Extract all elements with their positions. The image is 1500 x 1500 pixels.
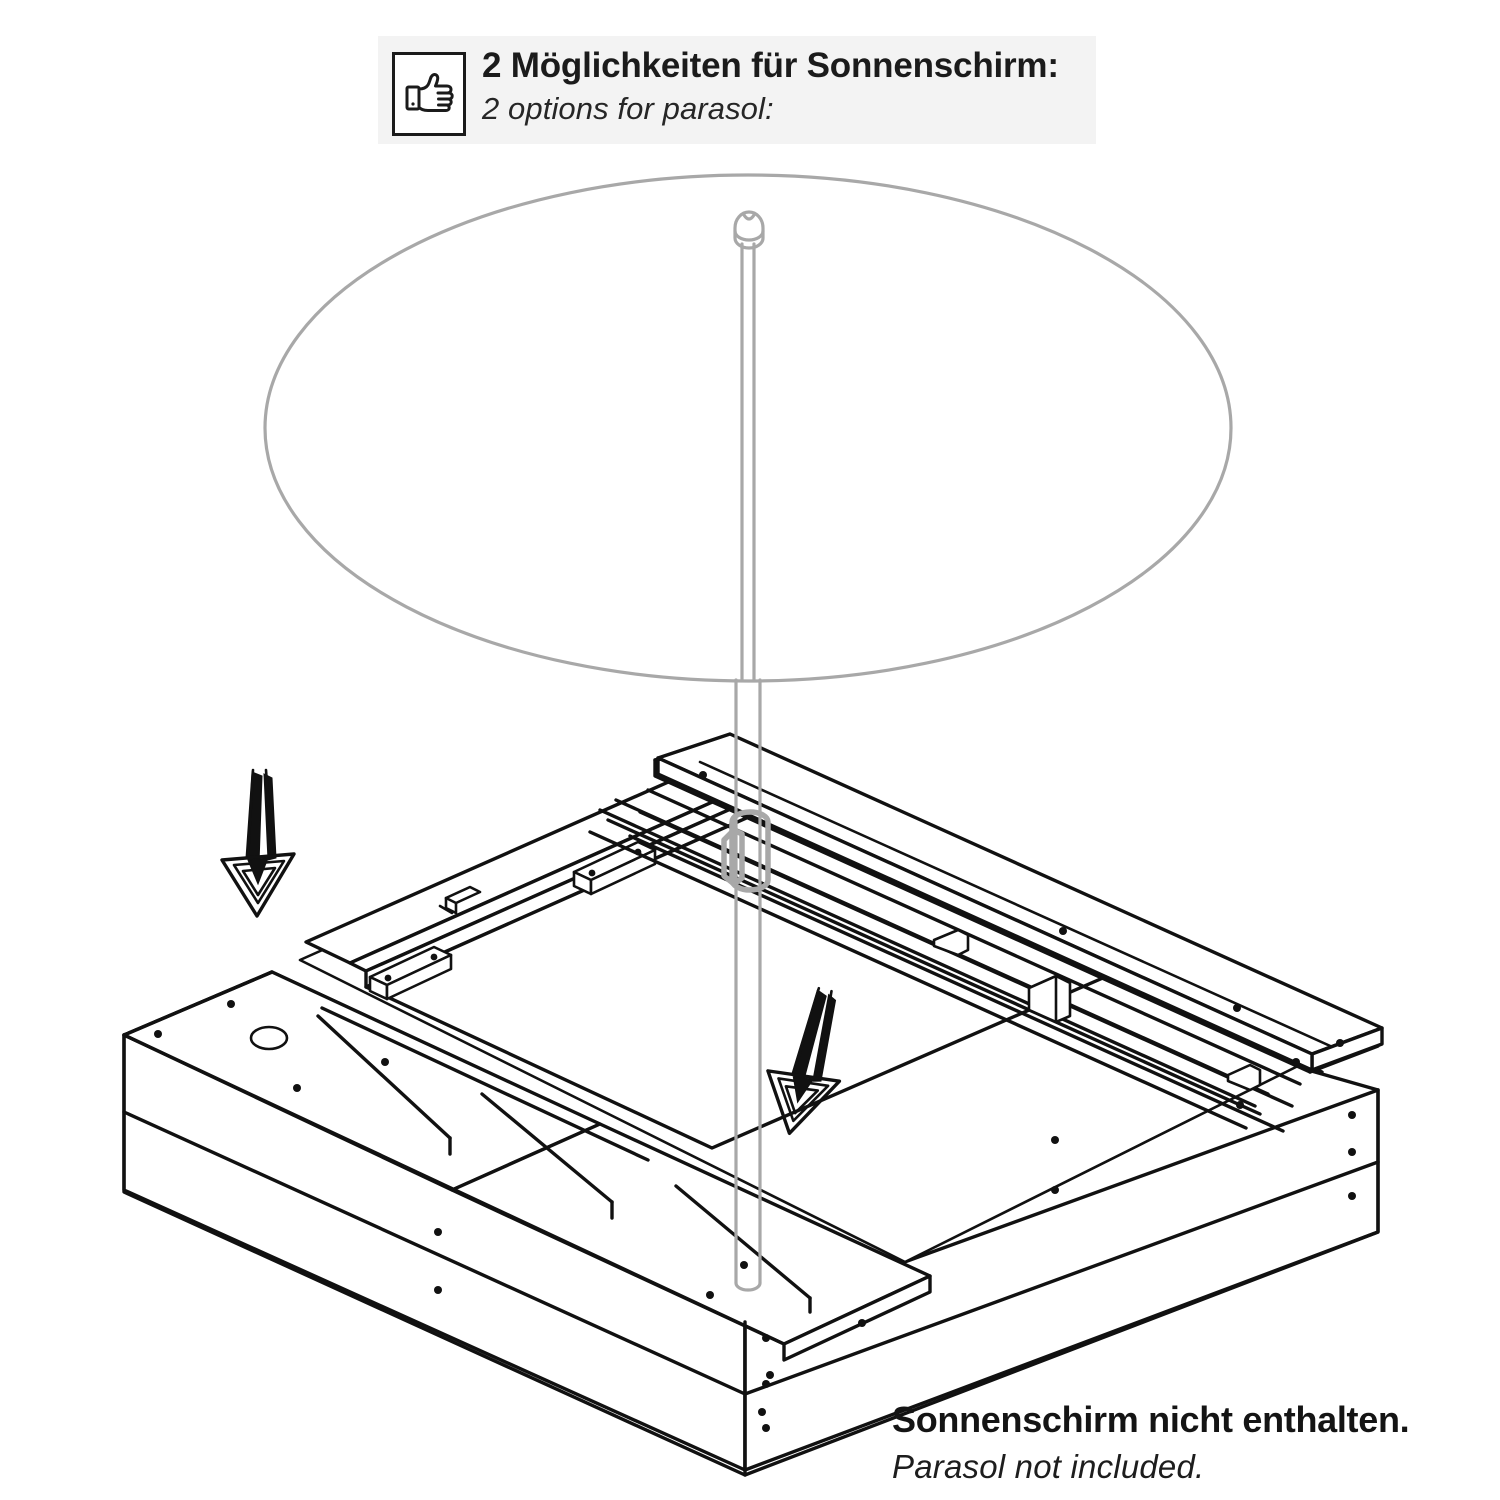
sandpit-lid-left-panel [364, 810, 1114, 1150]
thumbs-up-icon [402, 67, 456, 121]
arrow-fold-lid-right [766, 986, 842, 1136]
parasol-pole [734, 242, 762, 1292]
hinge-bracket-plates [368, 840, 657, 1001]
parasol-canopy-ellipse [263, 173, 1233, 683]
sandpit-front-wall [124, 1035, 784, 1475]
footer-note-en: Parasol not included. [892, 1448, 1205, 1485]
parasol-pole-collar-clamp [721, 809, 771, 893]
parasol-pole-hole [249, 1025, 289, 1051]
sandpit-front-bench-slats [122, 970, 1244, 1416]
parasol-finial-cap [733, 210, 765, 250]
thumbs-up-icon-box [392, 52, 466, 136]
sandpit-lid-left-open [304, 766, 762, 989]
sandpit-lid-right-open [656, 732, 1384, 1074]
arrow-fold-lid-left [220, 768, 296, 918]
sandpit-back-bench-slats [606, 734, 1380, 1133]
header-title-en: 2 options for parasol: [482, 91, 774, 126]
header-text-block: 2 Möglichkeiten für Sonnenschirm: 2 opti… [482, 44, 1102, 130]
header-callout-band [378, 36, 1096, 144]
header-title-de: 2 Möglichkeiten für Sonnenschirm: [482, 46, 1059, 85]
sandpit-right-support-rail [588, 808, 1262, 1130]
footer-note-de: Sonnenschirm nicht enthalten. [892, 1399, 1410, 1440]
footer-note-block: Sonnenschirm nicht enthalten. Parasol no… [892, 1396, 1492, 1490]
sandpit-inner-rim [298, 753, 1372, 1264]
